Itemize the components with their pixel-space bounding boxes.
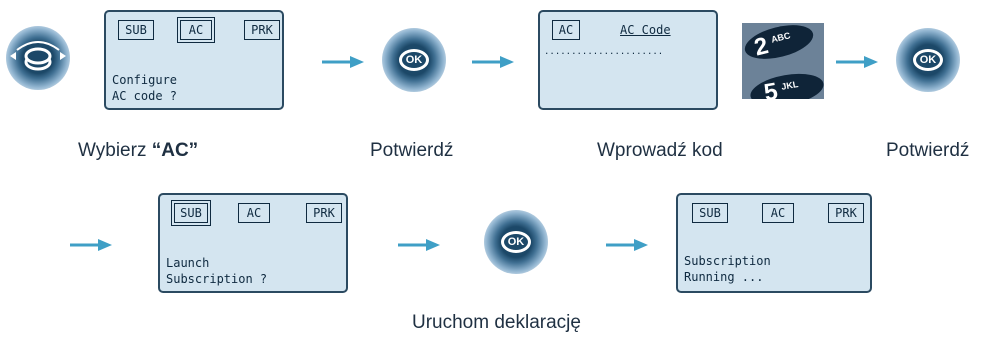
- lcd-line-1: Configure: [112, 73, 178, 87]
- keypad-key-5: 5 JKL: [747, 68, 824, 99]
- tab-prk: PRK: [828, 203, 864, 223]
- lcd-line-2: AC code ?: [112, 89, 178, 103]
- lcd-screen-launch: SUB AC PRK Launch Subscription ?: [158, 193, 348, 293]
- arrow-right-icon: [398, 239, 440, 251]
- ok-key-label: OK: [399, 49, 429, 71]
- keypad-image: 2 ABC 5 JKL: [742, 23, 824, 99]
- ok-key: OK: [484, 210, 548, 274]
- caption-confirm-2: Potwierdź: [886, 140, 970, 161]
- ok-key: OK: [382, 28, 446, 92]
- tab-sub: SUB: [118, 20, 154, 40]
- arrow-right-icon: [322, 56, 364, 68]
- tab-sub: SUB: [692, 203, 728, 223]
- lcd-screen-running: SUB AC PRK Subscription Running ...: [676, 193, 872, 293]
- tab-prk: PRK: [306, 203, 342, 223]
- lcd-line-1: Launch: [166, 256, 210, 270]
- arrow-right-icon: [836, 56, 878, 68]
- caption-confirm-1: Potwierdź: [370, 140, 454, 161]
- keypad-key-2: 2 ABC: [742, 23, 817, 66]
- navigation-key: [6, 26, 70, 90]
- ok-key: OK: [896, 28, 960, 92]
- lcd-line-2: Running ...: [684, 270, 764, 284]
- lcd-line-2: Subscription ?: [166, 272, 268, 286]
- lcd-screen-ac-code: AC AC Code ......................: [538, 10, 718, 110]
- tab-prk: PRK: [244, 20, 280, 40]
- tab-ac: AC: [552, 20, 580, 40]
- caption-launch-declaration: Uruchom deklarację: [412, 312, 581, 333]
- arrow-right-icon: [606, 239, 648, 251]
- caption-enter-code: Wprowadź kod: [597, 140, 723, 161]
- caption-select-ac: Wybierz “AC”: [78, 140, 199, 161]
- arrow-right-icon: [70, 239, 112, 251]
- tab-ac: AC: [238, 203, 270, 223]
- tab-sub: SUB: [171, 200, 211, 226]
- ok-key-label: OK: [501, 231, 531, 253]
- lcd-line-1: Subscription: [684, 254, 771, 268]
- tab-ac: AC: [762, 203, 794, 223]
- lcd-screen-configure: SUB AC PRK Configure AC code ?: [104, 10, 284, 110]
- ac-code-title: AC Code: [620, 23, 671, 37]
- navigation-arrows-icon: [10, 41, 66, 71]
- arrow-right-icon: [472, 56, 514, 68]
- tab-ac: AC: [177, 17, 215, 43]
- ok-key-label: OK: [913, 49, 943, 71]
- code-entry-dots: ......................: [544, 47, 664, 57]
